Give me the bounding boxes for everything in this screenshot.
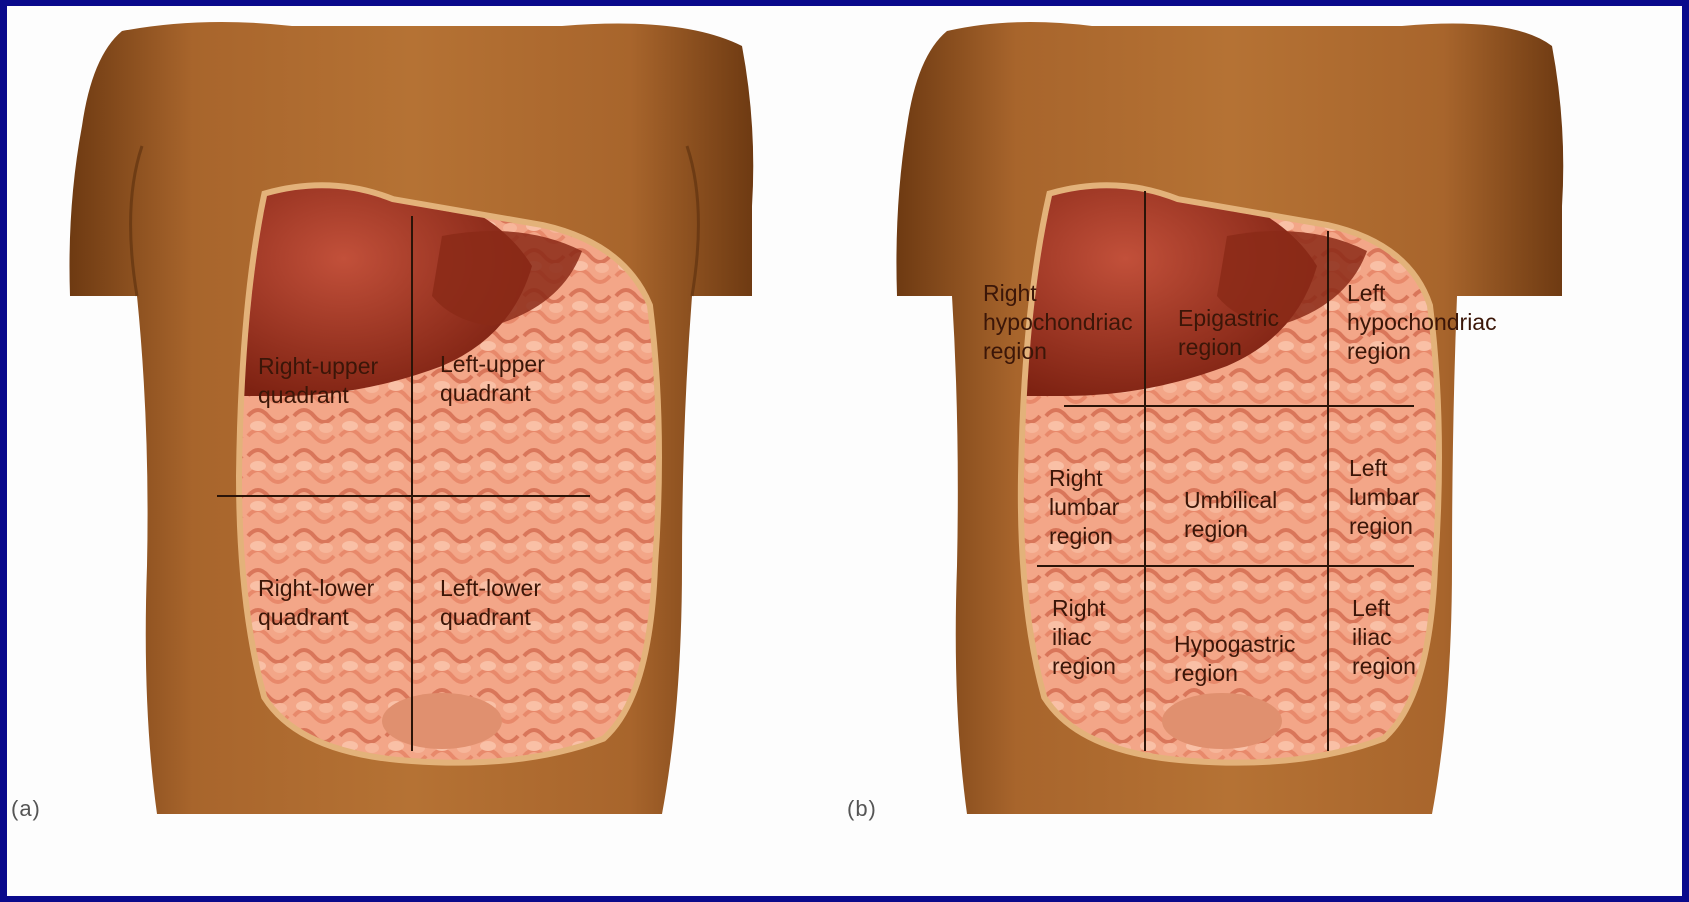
panel-letter-b: (b) [847,796,877,822]
label-right-lower-quadrant: Right-lower quadrant [258,574,374,632]
torso-illustration-b [952,6,1672,886]
label-left-upper-quadrant: Left-upper quadrant [440,350,545,408]
torso-illustration-a [62,6,822,886]
label-left-iliac-region: Left iliac region [1352,594,1416,681]
label-right-upper-quadrant: Right-upper quadrant [258,352,378,410]
label-right-hypochondriac-region: Right hypochondriac region [983,279,1133,366]
panel-a-quadrants: Right-upper quadrant Left-upper quadrant… [62,6,822,886]
label-right-iliac-region: Right iliac region [1052,594,1116,681]
label-left-lower-quadrant: Left-lower quadrant [440,574,541,632]
panel-letter-a: (a) [11,796,41,822]
label-left-lumbar-region: Left lumbar region [1349,454,1419,541]
label-epigastric-region: Epigastric region [1178,304,1279,362]
label-hypogastric-region: Hypogastric region [1174,630,1295,688]
label-umbilical-region: Umbilical region [1184,486,1277,544]
panel-b-regions: Right hypochondriac region Epigastric re… [952,6,1672,886]
figure-frame: Right-upper quadrant Left-upper quadrant… [7,6,1682,896]
label-right-lumbar-region: Right lumbar region [1049,464,1119,551]
label-left-hypochondriac-region: Left hypochondriac region [1347,279,1497,366]
